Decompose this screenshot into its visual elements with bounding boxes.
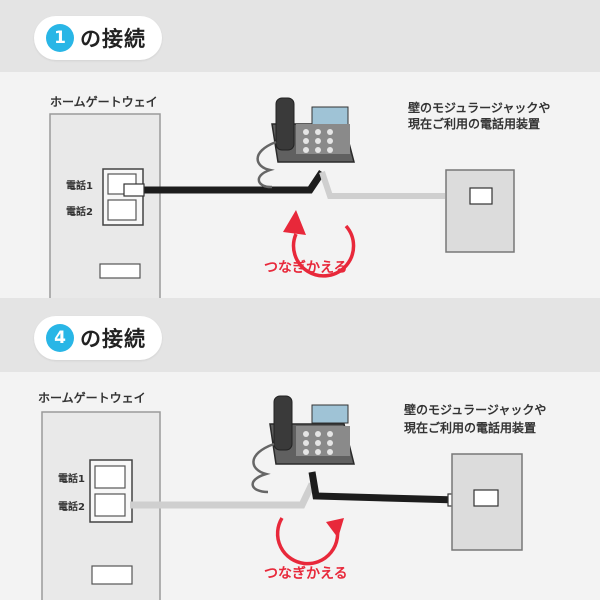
step-number-badge: 1: [46, 24, 74, 52]
jack-label-line-1: 壁のモジュラージャックや: [404, 402, 546, 417]
port-2-label: 電話2: [66, 205, 93, 218]
gateway-title: ホームゲートウェイ: [50, 94, 158, 109]
port-2-label: 電話2: [58, 500, 85, 513]
swap-label: つなぎかえる: [264, 259, 348, 276]
connection-diagram-4: ホームゲートウェイ 電話1 電話2 壁のモジュラージャックや 現在ご利用の電話用…: [0, 372, 600, 600]
phone-port-2: [107, 199, 137, 221]
jack-label-line-1: 壁のモジュラージャックや: [408, 100, 550, 115]
phone-port-2: [94, 493, 126, 517]
cable-plug: [123, 183, 145, 197]
section-title: の接続: [80, 327, 146, 351]
telephone-icon: [251, 395, 355, 494]
wall-jack: [445, 169, 515, 253]
phone-port-1: [94, 465, 126, 489]
port-1-label: 電話1: [58, 472, 85, 485]
gateway-slot: [91, 565, 133, 585]
section-title: の接続: [80, 27, 146, 51]
port-1-label: 電話1: [66, 179, 93, 192]
connection-diagram-1: ホームゲートウェイ 電話1 電話2 壁のモジュラージャックや 現在ご利用の電話用…: [0, 72, 600, 298]
jack-label-line-2: 現在ご利用の電話用装置: [404, 420, 536, 435]
section-4-badge: 4 の接続: [34, 316, 162, 360]
wall-jack-port: [473, 489, 499, 507]
section-1-badge: 1 の接続: [34, 16, 162, 60]
wall-jack-port: [469, 187, 493, 205]
jack-label-line-2: 現在ご利用の電話用装置: [408, 116, 540, 131]
step-number-badge: 4: [46, 324, 74, 352]
old-cable-faded: [319, 171, 445, 199]
old-cable-faded: [130, 482, 316, 509]
telephone-icon: [256, 97, 355, 189]
gateway-slot: [99, 263, 141, 279]
phone-cable: [308, 471, 459, 504]
swap-arrow-icon: [275, 517, 344, 566]
gateway-title: ホームゲートウェイ: [38, 390, 146, 405]
swap-label: つなぎかえる: [264, 565, 348, 582]
phone-cable: [136, 170, 325, 194]
swap-arrow-icon: [283, 210, 356, 278]
